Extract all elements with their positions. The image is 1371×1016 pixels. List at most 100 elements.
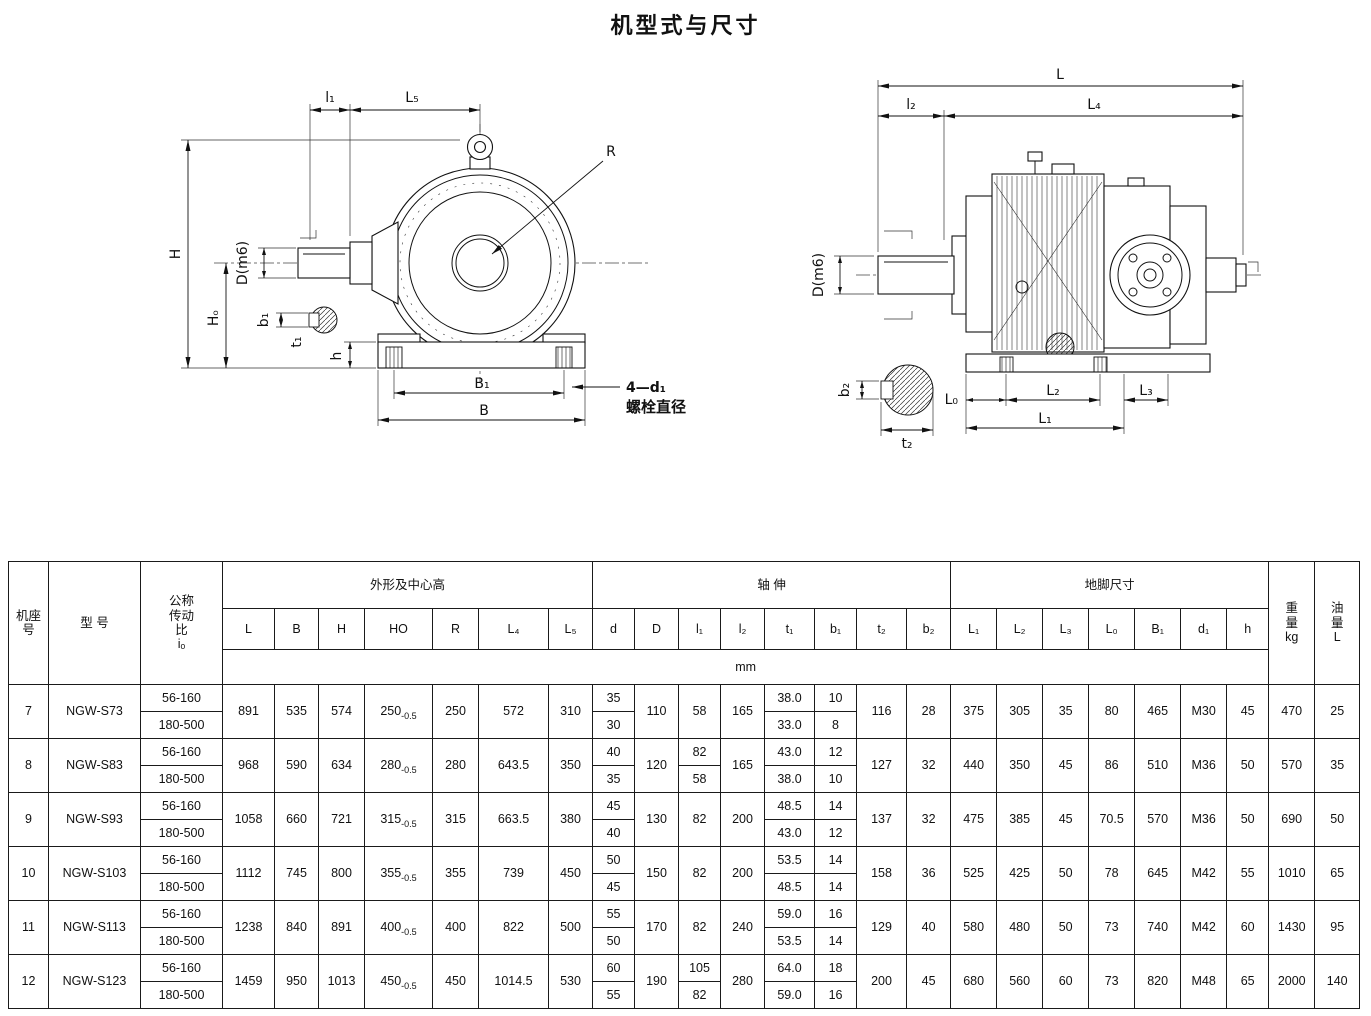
- header-col: h: [1226, 608, 1270, 650]
- value-cell: 480: [996, 900, 1044, 955]
- value-cell: 150: [634, 846, 680, 901]
- value-cell: 530: [547, 954, 594, 1009]
- dim-label-l1: l₁: [325, 90, 335, 106]
- value-cell: 36: [906, 846, 952, 901]
- value-cell: 55: [592, 981, 636, 1009]
- value-cell: 375: [950, 684, 998, 739]
- ratio-cell: 180-500: [140, 711, 223, 739]
- value-cell: 840: [274, 900, 319, 955]
- value-cell: 535: [274, 684, 319, 739]
- model-cell: NGW-S113: [48, 900, 141, 955]
- value-cell: 305: [996, 684, 1044, 739]
- header-col: R: [432, 608, 479, 650]
- value-cell: 310: [547, 684, 594, 739]
- value-cell: 16: [814, 900, 858, 928]
- header-col: t₁: [764, 608, 816, 650]
- ratio-cell: 56-160: [140, 684, 223, 712]
- value-cell: M42: [1180, 900, 1228, 955]
- value-cell: 82: [678, 981, 722, 1009]
- value-cell: 18: [814, 954, 858, 982]
- drawing-area: 机型式与尺寸: [0, 0, 1371, 505]
- value-cell: M42: [1180, 846, 1228, 901]
- ratio-cell: 180-500: [140, 981, 223, 1009]
- value-cell: 50: [1314, 792, 1361, 847]
- value-cell: 30: [592, 711, 636, 739]
- dim-label-L5: L₅: [405, 90, 418, 106]
- header-col: L₃: [1042, 608, 1090, 650]
- value-cell: 50: [592, 846, 636, 874]
- value-cell: 440: [950, 738, 998, 793]
- value-cell: 53.5: [764, 927, 816, 955]
- value-cell: 60: [1226, 900, 1270, 955]
- value-cell: 315-0.5: [364, 792, 433, 847]
- value-cell: 660: [274, 792, 319, 847]
- dim-label-R: R: [606, 144, 616, 160]
- dim-label-t1: t₁: [289, 336, 305, 347]
- value-cell: 50: [1226, 792, 1270, 847]
- frame-cell: 10: [8, 846, 49, 901]
- value-cell: 10: [814, 765, 858, 793]
- value-cell: 721: [318, 792, 365, 847]
- frame-cell: 11: [8, 900, 49, 955]
- base-foot-front: [377, 333, 586, 369]
- value-cell: 110: [634, 684, 680, 739]
- value-cell: 240: [720, 900, 766, 955]
- value-cell: 165: [720, 738, 766, 793]
- dim-label-L: L: [1056, 67, 1064, 83]
- front-view-drawing: l₁ L₅ R H Hₒ D(m6): [168, 90, 686, 426]
- value-cell: 350: [996, 738, 1044, 793]
- value-cell: 643.5: [478, 738, 549, 793]
- value-cell: M48: [1180, 954, 1228, 1009]
- value-cell: 580: [950, 900, 998, 955]
- output-shaft-stub: [1205, 257, 1259, 293]
- value-cell: 70.5: [1088, 792, 1136, 847]
- value-cell: 10: [814, 684, 858, 712]
- value-cell: 82: [678, 846, 722, 901]
- value-cell: 574: [318, 684, 365, 739]
- value-cell: 740: [1134, 900, 1182, 955]
- header-col: B₁: [1134, 608, 1182, 650]
- value-cell: 16: [814, 981, 858, 1009]
- value-cell: 12: [814, 738, 858, 766]
- dim-label-Dm6-side: D(m6): [811, 253, 827, 297]
- value-cell: 45: [1042, 792, 1090, 847]
- value-cell: 43.0: [764, 738, 816, 766]
- header-col: L₁: [950, 608, 998, 650]
- value-cell: 53.5: [764, 846, 816, 874]
- front-view-dimensions: l₁ L₅ R H Hₒ D(m6): [168, 90, 686, 426]
- value-cell: 50: [1042, 846, 1090, 901]
- value-cell: 355: [432, 846, 479, 901]
- value-cell: 690: [1268, 792, 1316, 847]
- value-cell: 43.0: [764, 819, 816, 847]
- value-cell: 14: [814, 846, 858, 874]
- header-col: b₁: [814, 608, 858, 650]
- value-cell: 14: [814, 873, 858, 901]
- ratio-cell: 56-160: [140, 900, 223, 928]
- value-cell: 38.0: [764, 684, 816, 712]
- value-cell: 280: [720, 954, 766, 1009]
- value-cell: 1430: [1268, 900, 1316, 955]
- value-cell: 425: [996, 846, 1044, 901]
- value-cell: 450: [547, 846, 594, 901]
- header-col: L₀: [1088, 608, 1136, 650]
- dim-label-L3: L₃: [1139, 383, 1152, 399]
- value-cell: 59.0: [764, 981, 816, 1009]
- header-col: l₂: [720, 608, 766, 650]
- header-col: b₂: [906, 608, 952, 650]
- value-cell: 280-0.5: [364, 738, 433, 793]
- value-cell: 950: [274, 954, 319, 1009]
- value-cell: 55: [1226, 846, 1270, 901]
- value-cell: 450: [432, 954, 479, 1009]
- header-col: L₅: [547, 608, 594, 650]
- value-cell: 65: [1226, 954, 1270, 1009]
- bolt-hole: [1093, 356, 1108, 373]
- value-cell: 280: [432, 738, 479, 793]
- value-cell: 59.0: [764, 900, 816, 928]
- value-cell: 200: [720, 792, 766, 847]
- value-cell: 663.5: [478, 792, 549, 847]
